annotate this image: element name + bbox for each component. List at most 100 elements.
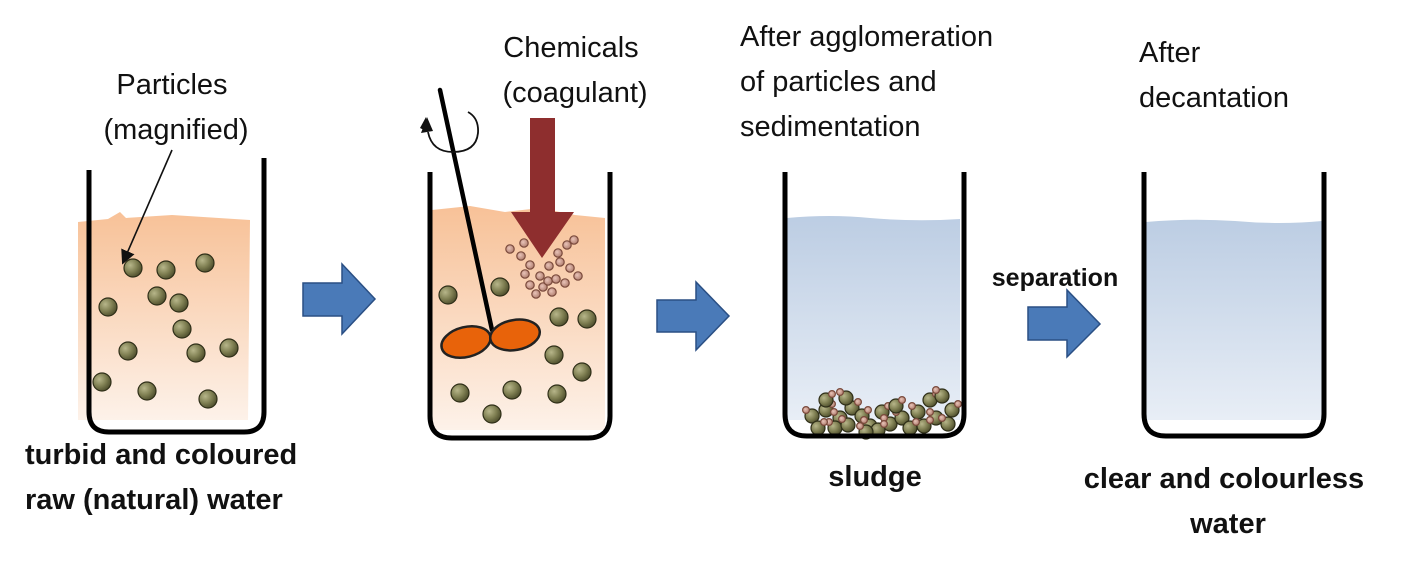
sludge-drop-icon: [801, 406, 810, 415]
particle-icon: [438, 285, 458, 305]
coagulant-drop-icon: [505, 244, 515, 254]
particle-icon: [186, 343, 206, 363]
coagulant-drop-icon: [531, 289, 541, 299]
particle-icon: [577, 309, 597, 329]
beaker-icon: [782, 172, 967, 439]
particles-pointer-line: [121, 149, 173, 265]
coagulant-drop-icon: [553, 248, 563, 258]
sludge-drop-icon: [855, 422, 864, 431]
beaker-icon: [427, 172, 613, 441]
coagulant-drop-icon: [555, 257, 565, 267]
coagulant-drop-icon: [565, 263, 575, 273]
coagulant-drop-icon: [544, 261, 554, 271]
step1-caption-line: turbid and coloured: [25, 439, 297, 471]
particle-icon: [450, 383, 470, 403]
coagulant-drop-icon: [538, 282, 548, 292]
step4-title-line: decantation: [1139, 82, 1289, 114]
particle-icon: [92, 372, 112, 392]
coagulant-drop-icon: [516, 251, 526, 261]
step1-title-line: (magnified): [103, 114, 248, 146]
sludge-drop-icon: [925, 408, 934, 417]
particle-icon: [482, 404, 502, 424]
clear-water-body: [787, 216, 960, 420]
step4-caption-line: clear and colourless: [1084, 463, 1364, 495]
coagulant-drop-icon: [551, 274, 561, 284]
particle-icon: [118, 341, 138, 361]
coagulant-drop-icon: [519, 238, 529, 248]
coagulant-drop-icon: [535, 271, 545, 281]
sludge-drop-icon: [829, 408, 838, 417]
sludge-drop-icon: [837, 415, 846, 424]
coagulant-drop-icon: [543, 276, 553, 286]
step3-caption: sludge: [828, 461, 921, 493]
particle-icon: [98, 297, 118, 317]
sludge-drop-icon: [853, 398, 862, 407]
step2-title: Chemicals (coagulant): [502, 32, 647, 109]
coagulant-drop-icon: [573, 271, 583, 281]
beaker-decanted: [1141, 172, 1327, 439]
coagulant-drop-icon: [560, 278, 570, 288]
step2-title-line: Chemicals: [503, 32, 638, 64]
beaker-raw-water: [78, 149, 267, 435]
sludge-drop-icon: [879, 420, 888, 429]
mixing-particles: [438, 277, 597, 424]
rotation-arrow-icon: [427, 111, 479, 153]
particle-icon: [169, 293, 189, 313]
particle-icon: [544, 345, 564, 365]
particle-icon: [195, 253, 215, 273]
sludge-drop-icon: [931, 386, 940, 395]
step3-title-line: After agglomeration: [740, 21, 993, 53]
step3-title: After agglomeration of particles and sed…: [740, 21, 1001, 143]
sludge-drop-icon: [953, 400, 962, 409]
process-arrow-icon: [656, 280, 731, 352]
process-arrow-icon: [1027, 288, 1102, 359]
particle-icon: [156, 260, 176, 280]
clear-water-body: [1146, 219, 1322, 420]
step3-title-line: of particles and: [740, 66, 937, 98]
particle-icon: [549, 307, 569, 327]
coagulant-drops: [505, 235, 583, 299]
particle-icon: [137, 381, 157, 401]
coagulant-drop-icon: [525, 280, 535, 290]
particle-icon: [572, 362, 592, 382]
particle-icon: [502, 380, 522, 400]
sludge-drop-icon: [863, 406, 872, 415]
particle-icon: [547, 384, 567, 404]
step1-caption: turbid and coloured raw (natural) water: [25, 439, 305, 516]
beaker-icon: [1141, 172, 1327, 439]
particle-icon: [172, 319, 192, 339]
sludge-drop-icon: [925, 416, 934, 425]
particle-icon: [219, 338, 239, 358]
process-arrow-icon: [302, 262, 377, 336]
sludge-drop-icon: [907, 402, 916, 411]
step1-title-line: Particles: [116, 69, 227, 101]
beaker-sedimentation: [782, 172, 967, 440]
step1-title: Particles (magnified): [103, 69, 248, 146]
particle-icon: [123, 258, 143, 278]
sludge-drop-icon: [911, 418, 920, 427]
particle-icon: [198, 389, 218, 409]
sludge-drop-icon: [827, 390, 836, 399]
beaker-icon: [86, 158, 267, 435]
stirrer-icon: [420, 87, 542, 360]
sludge-drop-icon: [897, 396, 906, 405]
beaker-coagulation: [420, 87, 613, 441]
sludge-drop-icon: [835, 388, 844, 397]
sludge-flocs: [801, 386, 962, 440]
step4-caption: clear and colourless water: [1084, 463, 1373, 540]
separation-label: separation: [992, 264, 1118, 292]
coagulant-drop-icon: [525, 260, 535, 270]
step4-title-line: After: [1139, 37, 1201, 69]
raw-particles: [92, 253, 239, 409]
sludge-drop-icon: [859, 416, 868, 425]
sludge-drop-icon: [819, 418, 828, 427]
particle-icon: [147, 286, 167, 306]
step3-caption-line: sludge: [828, 461, 921, 493]
coagulant-drop-icon: [547, 287, 557, 297]
step2-title-line: (coagulant): [502, 77, 647, 109]
particle-icon: [490, 277, 510, 297]
sludge-drop-icon: [937, 414, 946, 423]
coagulant-drop-icon: [569, 235, 579, 245]
chemical-dose-arrow: [511, 118, 574, 258]
